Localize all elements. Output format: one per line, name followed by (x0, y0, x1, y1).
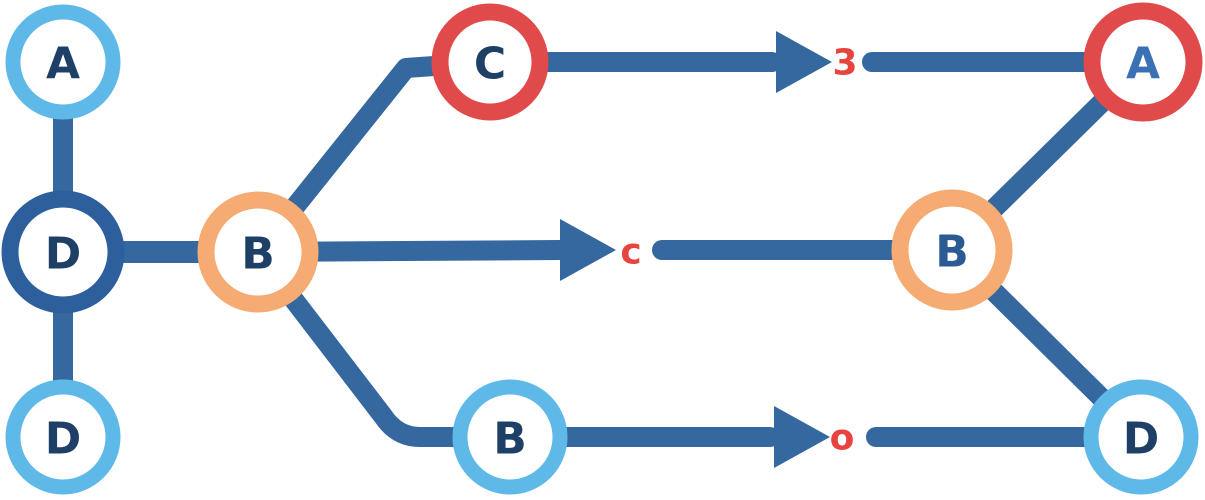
node-b-left: B (197, 191, 319, 313)
edge-glyphs: 3 c o (620, 43, 857, 459)
node-b-bottom-ring (452, 379, 568, 495)
node-a-left-label: A (46, 39, 80, 90)
node-b-bottom-label: B (493, 414, 527, 465)
node-a-left: A (5, 4, 121, 120)
edge-label-middle: c (620, 232, 641, 273)
node-d-middle-left-ring (1, 190, 125, 314)
node-b-left-ring (197, 191, 319, 313)
node-d-right: D (1083, 379, 1199, 495)
node-d-bottom-left: D (5, 379, 121, 495)
node-b-right: B (891, 189, 1013, 311)
node-b-right-label: B (935, 227, 969, 278)
node-c-top-ring (431, 3, 549, 121)
node-d-bottom-left-ring (5, 379, 121, 495)
node-c-top: C (431, 3, 549, 121)
node-b-right-ring (891, 189, 1013, 311)
edge-label-bottom: o (830, 418, 855, 459)
node-d-middle-left: D (1, 190, 125, 314)
node-d-right-ring (1083, 379, 1199, 495)
arrowhead-middle (560, 219, 616, 281)
node-a-right-label: A (1126, 39, 1160, 90)
arrowhead-bottom (774, 406, 830, 468)
node-a-left-ring (5, 4, 121, 120)
node-b-bottom: B (452, 379, 568, 495)
node-c-top-label: C (474, 39, 506, 90)
arrowheads (560, 31, 832, 468)
edge-label-top: 3 (832, 43, 857, 84)
node-d-right-label: D (1123, 414, 1160, 465)
arrowhead-top (776, 31, 832, 93)
node-d-middle-left-label: D (45, 229, 82, 280)
node-a-right-ring (1083, 2, 1203, 122)
node-a-right: A (1083, 2, 1203, 122)
node-b-left-label: B (241, 229, 275, 280)
node-d-bottom-left-label: D (45, 414, 82, 465)
edge-b-left-to-b-bottom (248, 243, 520, 447)
